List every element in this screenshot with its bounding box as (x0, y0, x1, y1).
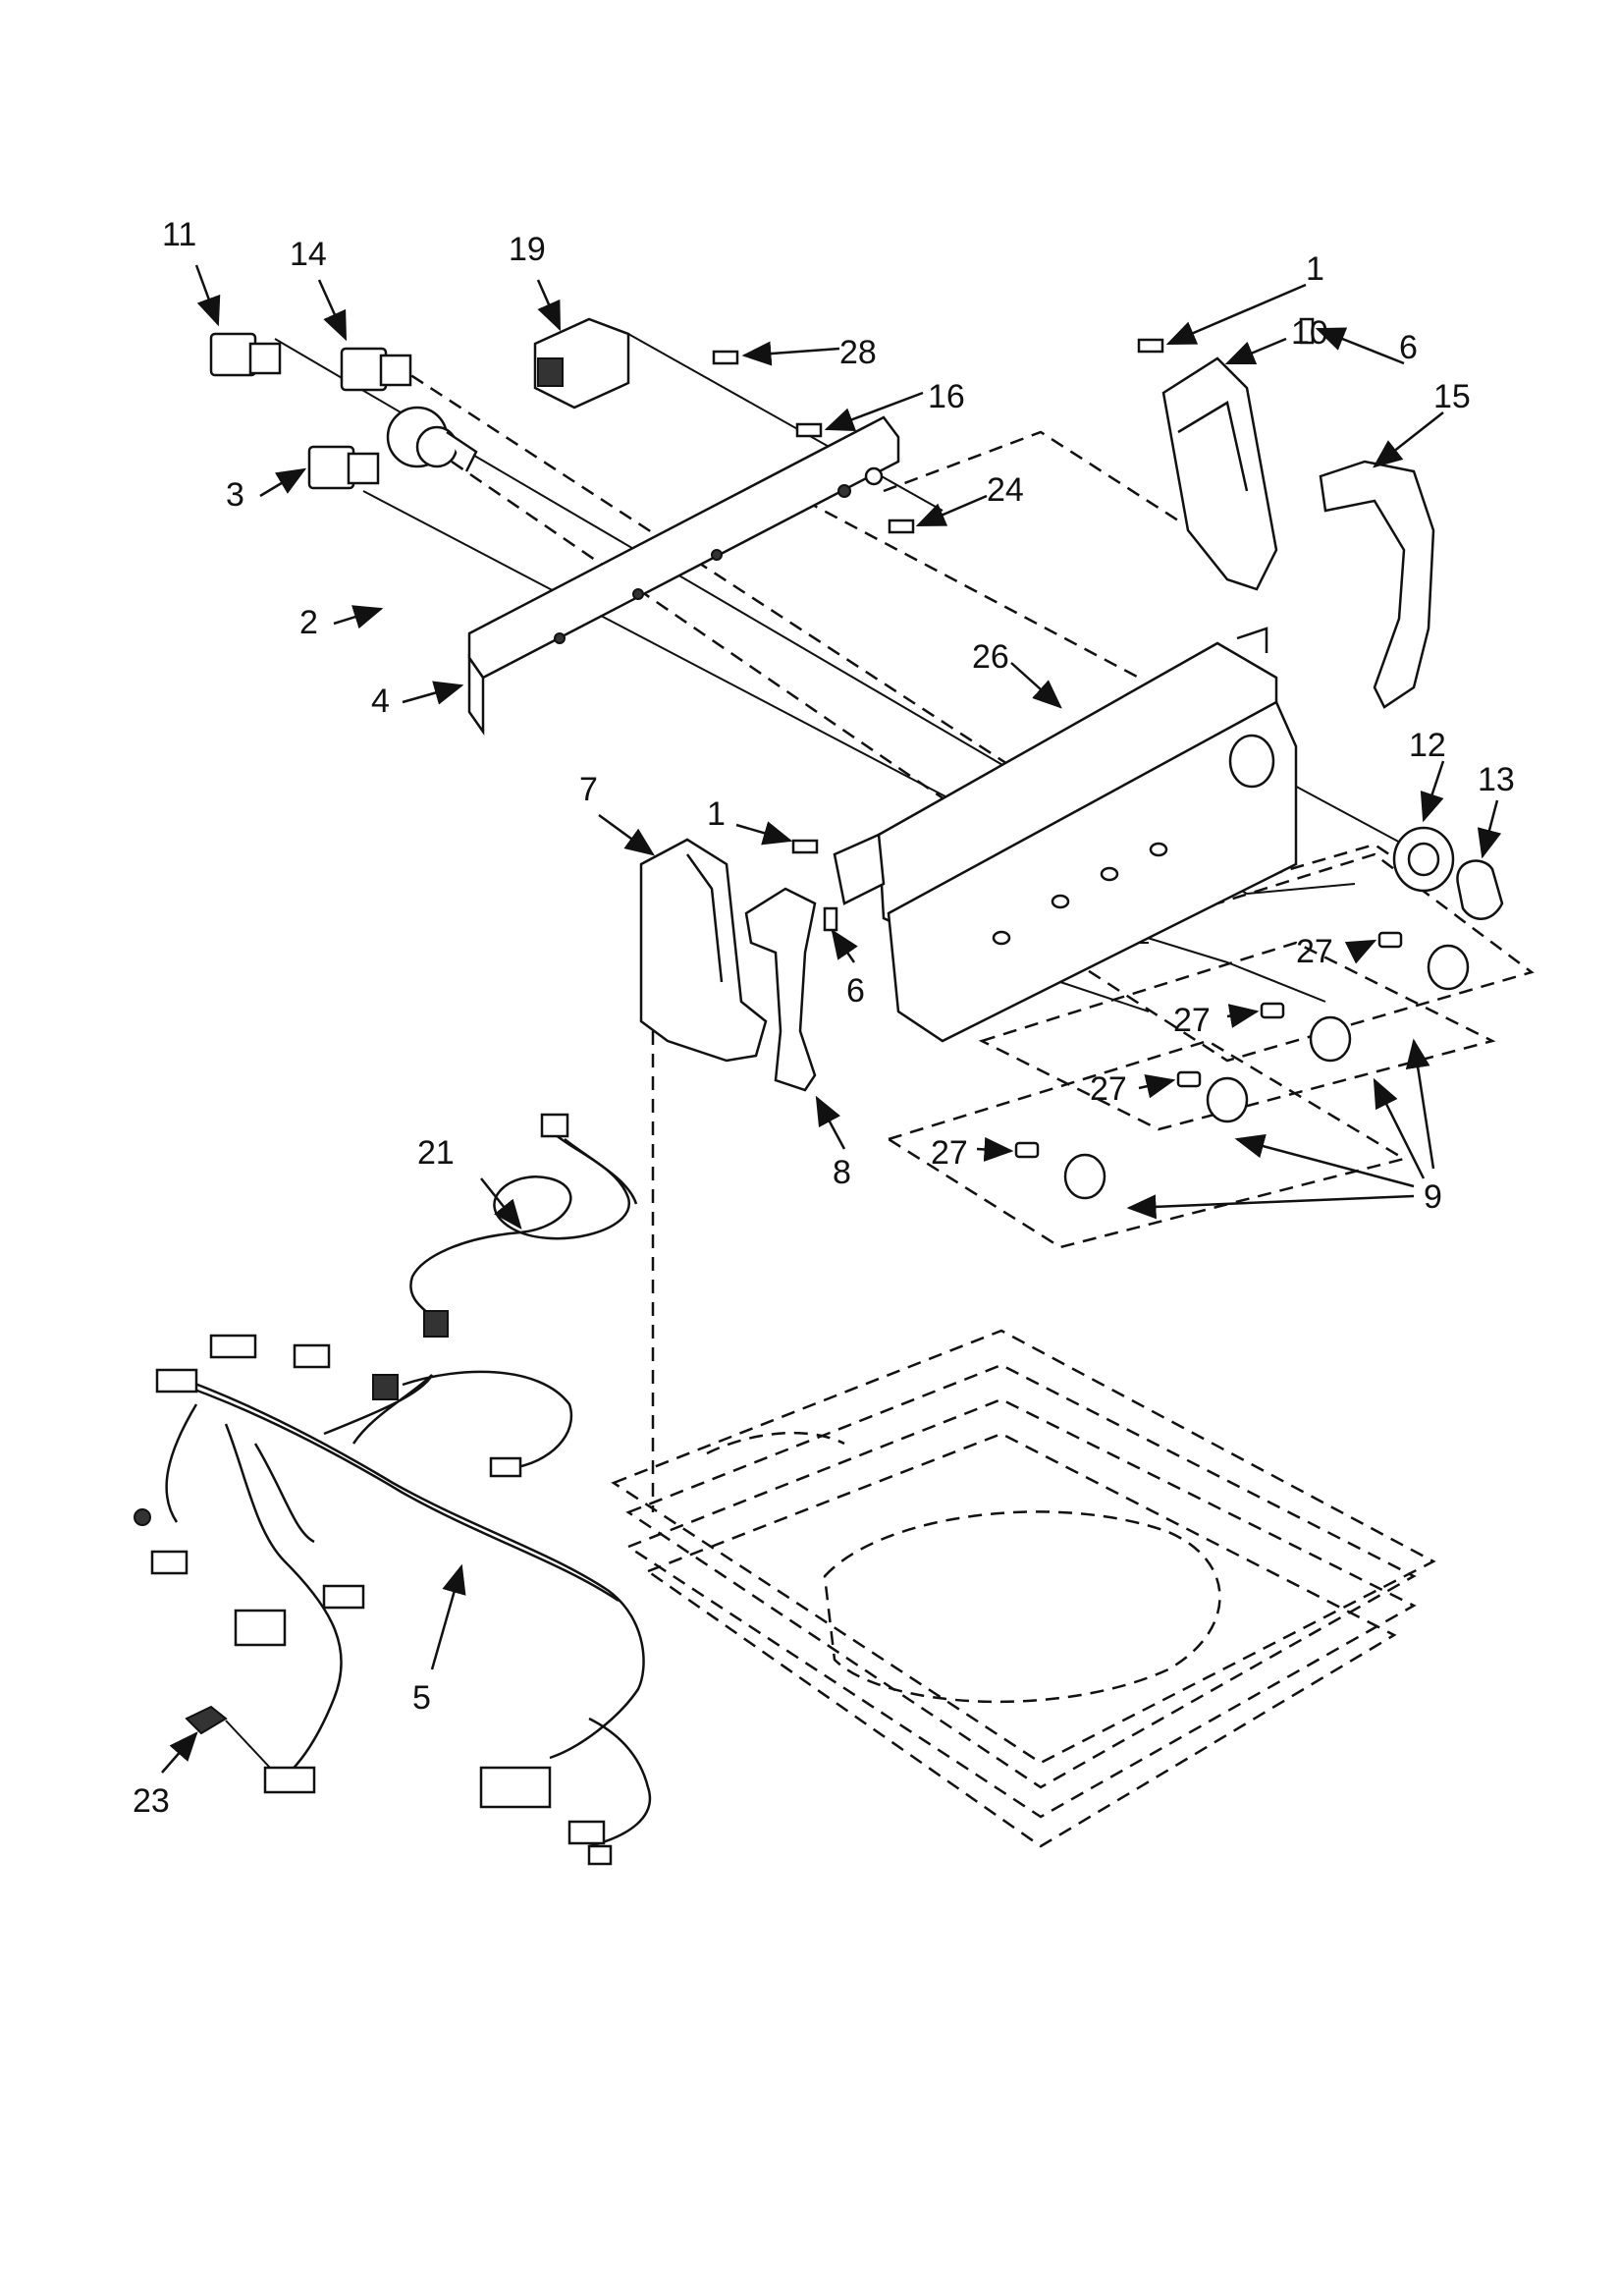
callout-6-mid: 6 (846, 972, 865, 1010)
callout-27-b: 27 (1173, 1002, 1211, 1039)
callout-27-c: 27 (1090, 1070, 1127, 1108)
callout-2: 2 (299, 604, 318, 641)
screws (712, 317, 1315, 932)
callout-1-mid: 1 (707, 795, 726, 833)
callout-15: 15 (1433, 378, 1471, 415)
callout-19: 19 (509, 231, 546, 268)
callout-9: 9 (1424, 1178, 1442, 1216)
callout-1-top: 1 (1306, 250, 1324, 288)
callout-8: 8 (833, 1154, 851, 1191)
console-panel (833, 627, 1298, 1043)
callout-24: 24 (987, 471, 1024, 509)
callout-arrows (161, 264, 1502, 1774)
handle-left (744, 887, 817, 1092)
callout-27-d: 27 (931, 1134, 968, 1172)
callout-5: 5 (412, 1679, 431, 1717)
callout-14: 14 (290, 236, 327, 273)
end-cap-right (1161, 356, 1278, 591)
callout-23: 23 (133, 1782, 170, 1820)
selector-knob (1392, 826, 1504, 920)
callout-3: 3 (226, 476, 244, 514)
callout-labels: 11 14 19 28 16 1 10 6 15 3 24 2 4 26 12 … (133, 216, 1515, 1820)
control-bracket (467, 415, 900, 736)
timer (533, 317, 630, 410)
knobs (1014, 931, 1470, 1200)
sensor (185, 1705, 271, 1769)
callout-6-top: 6 (1399, 329, 1418, 366)
callout-28: 28 (839, 334, 877, 371)
end-cap-left (639, 838, 768, 1063)
callout-7: 7 (579, 771, 598, 808)
callout-11: 11 (162, 216, 196, 253)
callout-16: 16 (928, 378, 965, 415)
callout-26: 26 (972, 638, 1009, 676)
power-cord (409, 1113, 638, 1338)
rotary-switches (209, 332, 412, 490)
callout-12: 12 (1409, 727, 1446, 764)
callout-21: 21 (417, 1134, 455, 1172)
callout-10: 10 (1291, 314, 1328, 352)
cabinet-top-outline (611, 1031, 1436, 1848)
pressure-switch (386, 406, 478, 472)
callout-13: 13 (1478, 761, 1515, 798)
knob-group-boxes (886, 843, 1535, 1249)
handle-right (1319, 460, 1435, 709)
callout-27-a: 27 (1296, 933, 1333, 970)
wire-harness (134, 1334, 652, 1866)
callout-4: 4 (371, 683, 390, 720)
